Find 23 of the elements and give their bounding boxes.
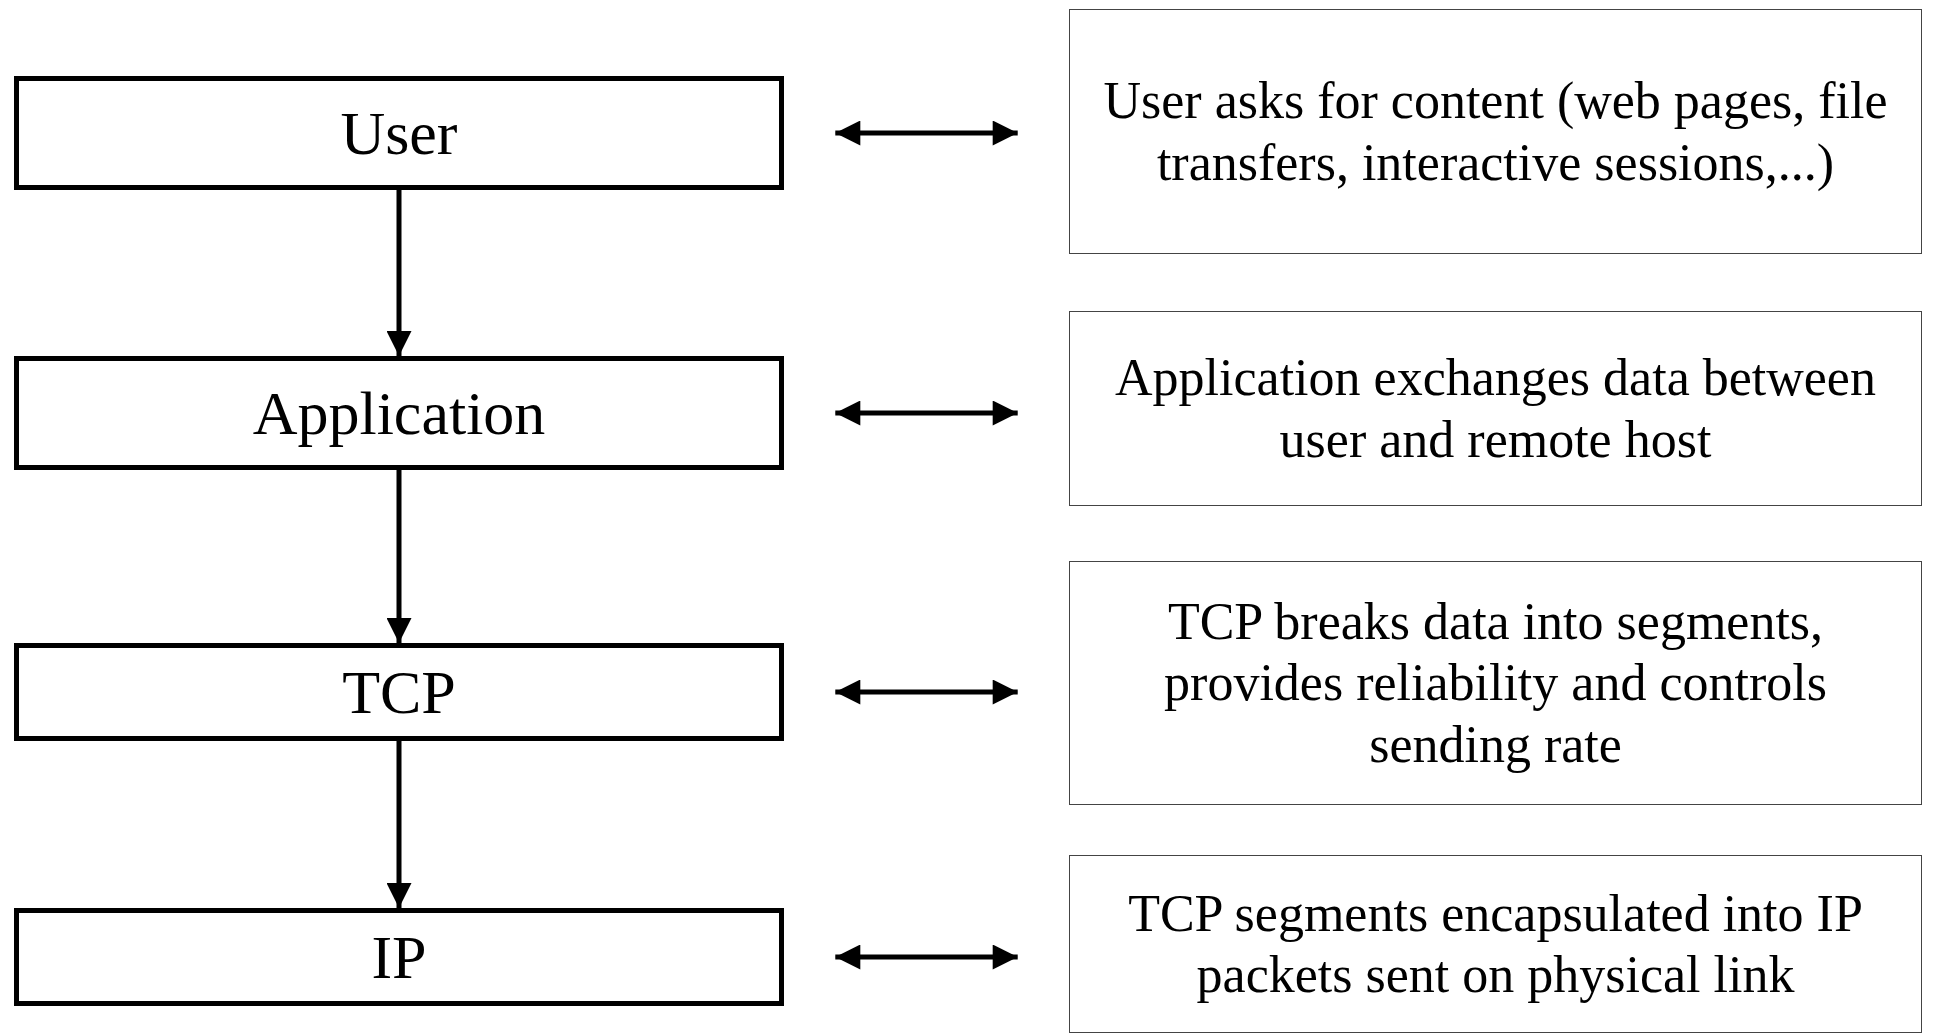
arrow: [386, 741, 412, 908]
description-text: TCP breaks data into segments, provides reliability and controls sending rate: [1163, 591, 1828, 775]
description-box: [1069, 855, 1922, 1033]
arrow: [386, 190, 412, 356]
arrow: [386, 470, 412, 643]
layer-label: Application: [252, 377, 546, 449]
description-text: Application exchanges data between user and remote host: [1114, 348, 1877, 470]
layer-box: [14, 356, 784, 470]
arrow: [835, 944, 1018, 970]
description-box: [1069, 9, 1922, 254]
arrow: [835, 120, 1018, 146]
layer-label: TCP: [342, 656, 456, 728]
layer-box: [14, 643, 784, 741]
layer-box: [14, 908, 784, 1006]
description-text: TCP segments encapsulated into IP packets sent on physical link: [1127, 883, 1864, 1005]
description-text: User asks for content (web pages, file transfers, interactive sessions,...): [1102, 71, 1889, 193]
arrow: [835, 679, 1018, 705]
arrow: [835, 400, 1018, 426]
layer-label: IP: [371, 921, 427, 993]
layer-label: User: [340, 97, 458, 169]
layer-box: [14, 76, 784, 190]
description-box: [1069, 311, 1922, 506]
description-box: [1069, 561, 1922, 805]
